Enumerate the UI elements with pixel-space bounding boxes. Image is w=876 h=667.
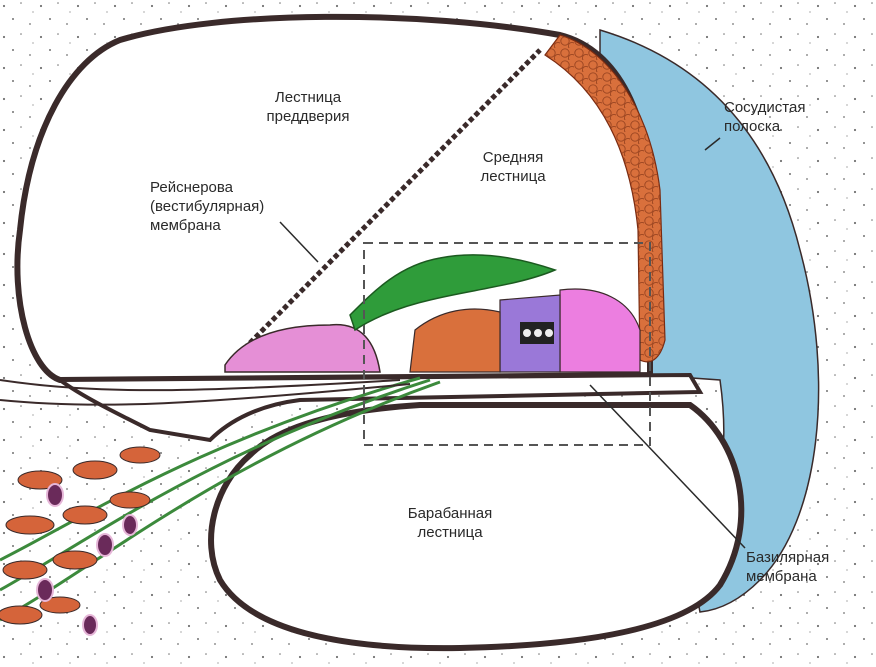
label-tympanic-scale: Барабанная лестница <box>390 504 510 542</box>
label-reissner-membrane: Рейснерова (вестибулярная) мембрана <box>150 178 300 235</box>
label-basilar-membrane: Базилярная мембрана <box>746 548 872 586</box>
label-stria-vascularis: Сосудистая полоска <box>724 98 864 136</box>
label-vestibular-scale: Лестница преддверия <box>248 88 368 126</box>
label-middle-scale: Средняя лестница <box>458 148 568 186</box>
